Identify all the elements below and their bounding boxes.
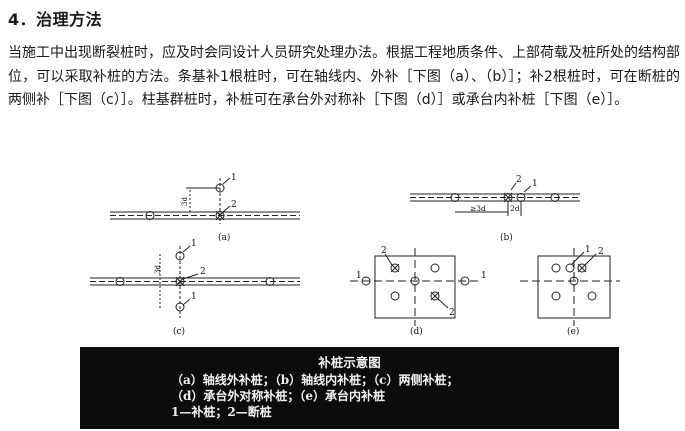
- dim-3d: 3d: [181, 197, 189, 206]
- added-pile: [516, 193, 526, 202]
- label-added-pile: 1: [191, 292, 197, 302]
- caption-title: 补桩示意图: [318, 355, 381, 370]
- label-broken-pile: 2: [449, 308, 455, 318]
- diagram-b: [410, 182, 580, 216]
- added-pile: [565, 263, 575, 273]
- dim-3d: 3d: [154, 265, 162, 274]
- treatment-paragraph: 当施工中出现断裂桩时，应及时会同设计人员研究处理办法。根据工程地质条件、上部荷载…: [8, 45, 680, 108]
- caption-line: （d）承台外对称补桩；（e）承台内补桩: [171, 389, 386, 403]
- diagram-a: [110, 177, 300, 224]
- existing-pile: [410, 276, 420, 286]
- label-broken-pile: 2: [516, 175, 522, 185]
- existing-pile: [265, 277, 275, 286]
- label-added-pile: 1: [532, 179, 538, 189]
- broken-pile: [430, 291, 440, 301]
- label-added-pile: 1: [356, 271, 362, 281]
- existing-pile: [450, 193, 460, 202]
- added-pile: [361, 276, 371, 286]
- section-heading: 4．治理方法: [8, 10, 103, 29]
- dim-ge3d: ≥3d: [470, 204, 486, 213]
- caption-legend: 1—补桩；2—断桩: [171, 405, 272, 419]
- label-added-pile: 1: [231, 173, 237, 183]
- figure-caption: 补桩示意图 （a）轴线外补桩；（b）轴线内补桩；（c）两侧补桩； （d）承台外对…: [80, 347, 619, 429]
- existing-pile: [390, 291, 400, 301]
- pile-repair-figure: (a) (b) (c) (d) (e) 1 2 3d 2 1 ≥3d 2d 1 …: [80, 168, 620, 423]
- label-added-pile: 1: [481, 271, 487, 281]
- diagram-d: [350, 248, 480, 326]
- broken-pile: [503, 193, 513, 202]
- existing-pile: [569, 276, 579, 286]
- broken-pile: [390, 263, 400, 273]
- label-broken-pile: 2: [598, 247, 604, 257]
- label-broken-pile: 2: [231, 200, 237, 210]
- label-e: (e): [567, 326, 579, 337]
- pile-repair-diagram: (a) (b) (c) (d) (e) 1 2 3d 2 1 ≥3d 2d 1 …: [90, 173, 620, 337]
- existing-pile: [430, 263, 440, 273]
- dim-2d: 2d: [510, 204, 520, 213]
- existing-pile: [145, 211, 155, 220]
- broken-pile: [577, 263, 587, 273]
- label-a: (a): [218, 232, 230, 243]
- added-pile: [460, 276, 470, 286]
- existing-pile: [115, 277, 125, 286]
- existing-pile: [587, 291, 597, 301]
- caption-line: （a）轴线外补桩；（b）轴线内补桩；（c）两侧补桩；: [171, 373, 459, 387]
- existing-pile: [551, 263, 561, 273]
- label-d: (d): [410, 326, 423, 337]
- label-added-pile: 1: [191, 239, 197, 249]
- diagram-e: [520, 248, 620, 326]
- label-added-pile: 1: [585, 245, 591, 255]
- label-broken-pile: 2: [381, 246, 387, 256]
- label-broken-pile: 2: [200, 267, 206, 277]
- diagram-c: [90, 245, 300, 318]
- label-c: (c): [173, 326, 185, 337]
- existing-pile: [551, 291, 561, 301]
- existing-pile: [550, 193, 560, 202]
- label-b: (b): [500, 232, 513, 243]
